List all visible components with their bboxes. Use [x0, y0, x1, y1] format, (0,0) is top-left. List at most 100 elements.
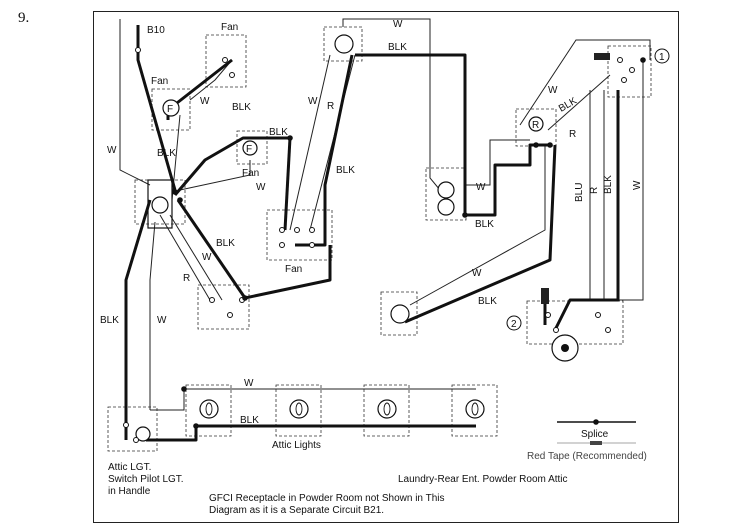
callout-1-label: 1	[659, 52, 665, 63]
attic-lamp-2-icon	[289, 399, 309, 419]
red-tape-2	[541, 288, 549, 304]
label-b10: B10	[147, 25, 165, 36]
label-switch-pilot: Switch Pilot LGT.	[108, 474, 184, 485]
diagram-frame	[93, 11, 679, 523]
problem-number: 9.	[18, 10, 30, 26]
callout-2	[506, 315, 522, 331]
wire-attic-black	[146, 424, 476, 442]
attic-lamp-2-filament	[295, 402, 303, 416]
label-r-1: R	[327, 101, 334, 112]
wire-switch-white-down	[149, 221, 156, 410]
label-blk-7: BLK	[100, 315, 119, 326]
label-gfci-note-2: Diagram as it is a Separate Circuit B21.	[209, 505, 384, 516]
label-blk-3: BLK	[388, 42, 407, 53]
attic-switch-lamp-icon	[135, 426, 151, 442]
label-in-handle: in Handle	[108, 486, 151, 497]
ceiling-light-box	[323, 26, 363, 62]
switch-left-lamp-icon	[151, 196, 169, 214]
attic-lamp-3-filament	[383, 402, 391, 416]
wire-laundry-white	[409, 145, 546, 306]
label-fan-mid: Fan	[242, 168, 259, 179]
wire-r-white	[519, 39, 651, 126]
label-blk-6: BLK	[216, 238, 235, 249]
fan-mid-box	[236, 130, 268, 165]
label-laundry: Laundry-Rear Ent. Powder Room Attic	[398, 474, 568, 485]
label-blk-5: BLK	[336, 165, 355, 176]
wire-laundry-black	[404, 144, 557, 324]
attic-lamp-1-filament	[205, 402, 213, 416]
label-w-8: W	[476, 182, 486, 193]
wire-switch-black-up	[173, 136, 290, 196]
label-blk-4: BLK	[269, 127, 288, 138]
label-blk-8: BLK	[475, 219, 494, 230]
legend-splice-label: Splice	[581, 429, 609, 440]
label-w-10: W	[632, 180, 643, 190]
wire-red-a	[289, 54, 331, 231]
label-blk-2: BLK	[157, 148, 176, 159]
attic-lamp-4-filament	[471, 402, 479, 416]
label-r-4: R	[589, 187, 600, 194]
label-attic-lights: Attic Lights	[272, 440, 321, 451]
wire-black-attic	[124, 199, 152, 440]
switch-left-outline	[147, 179, 173, 229]
fan-switch-box	[266, 209, 333, 261]
receptacle-r-icon	[528, 116, 544, 132]
wire-r-blk-thin	[547, 74, 611, 131]
label-gfci-note-1: GFCI Receptacle in Powder Room not Shown…	[209, 493, 444, 504]
switch-2-box	[526, 300, 624, 345]
receptacle-outlet-bottom-icon	[437, 198, 455, 216]
attic-light-box-3	[363, 384, 410, 437]
label-blu: BLU	[574, 183, 585, 202]
callout-1	[654, 48, 670, 64]
switch-box-lower	[197, 284, 250, 330]
fan-mid-icon	[242, 140, 258, 156]
wire-feed-black	[136, 25, 177, 191]
wire-fanmid-white	[179, 160, 251, 191]
ceiling-lamp-icon	[334, 34, 354, 54]
laundry-light-box	[380, 291, 418, 336]
wire-black-lower	[176, 199, 247, 299]
wire-top-white	[342, 18, 441, 191]
wire-black-lower-right	[244, 245, 332, 300]
label-blk-10: BLK	[603, 175, 614, 194]
label-w-1: W	[200, 96, 210, 107]
label-r-3: R	[569, 129, 576, 140]
callout-2-label: 2	[511, 319, 517, 330]
wire-attic-white	[150, 388, 476, 411]
label-fan-left: Fan	[151, 76, 168, 87]
attic-switch-box	[107, 406, 158, 452]
attic-lamp-3-icon	[377, 399, 397, 419]
wire-switch-r	[169, 214, 223, 301]
label-r-2: R	[183, 273, 190, 284]
receptacle-outlet-top-icon	[437, 181, 455, 199]
attic-light-box-1	[185, 384, 232, 437]
label-w-6: W	[202, 252, 212, 263]
wire-switch-w	[159, 214, 211, 301]
label-w-5: W	[256, 182, 266, 193]
label-attic-lgt: Attic LGT.	[108, 462, 151, 473]
wire-fan-white	[189, 59, 233, 101]
label-w-12: W	[244, 378, 254, 389]
label-fan-switch: Fan	[285, 264, 302, 275]
fan-left-icon	[162, 99, 180, 117]
wire-black-main	[355, 53, 552, 217]
legend-tape-mark	[590, 441, 602, 445]
label-w-11: W	[472, 268, 482, 279]
label-blk-11: BLK	[478, 296, 497, 307]
wire-feed-white	[119, 19, 151, 186]
fan-top-box	[205, 34, 247, 88]
label-w-9: W	[548, 85, 558, 96]
label-w-4: W	[308, 96, 318, 107]
wire-black-fan-switch	[283, 137, 292, 231]
label-blk-12: BLK	[240, 415, 259, 426]
fan-mid-symbol: F	[246, 144, 252, 155]
splice-dots	[172, 57, 646, 429]
label-w-7: W	[157, 315, 167, 326]
red-tape-1	[594, 53, 610, 60]
label-w-2: W	[107, 145, 117, 156]
legend-splice-dot	[593, 419, 599, 425]
fan-left-symbol: F	[167, 104, 173, 115]
legend: Splice Red Tape (Recommended)	[527, 419, 647, 462]
laundry-lamp-icon	[390, 304, 410, 324]
